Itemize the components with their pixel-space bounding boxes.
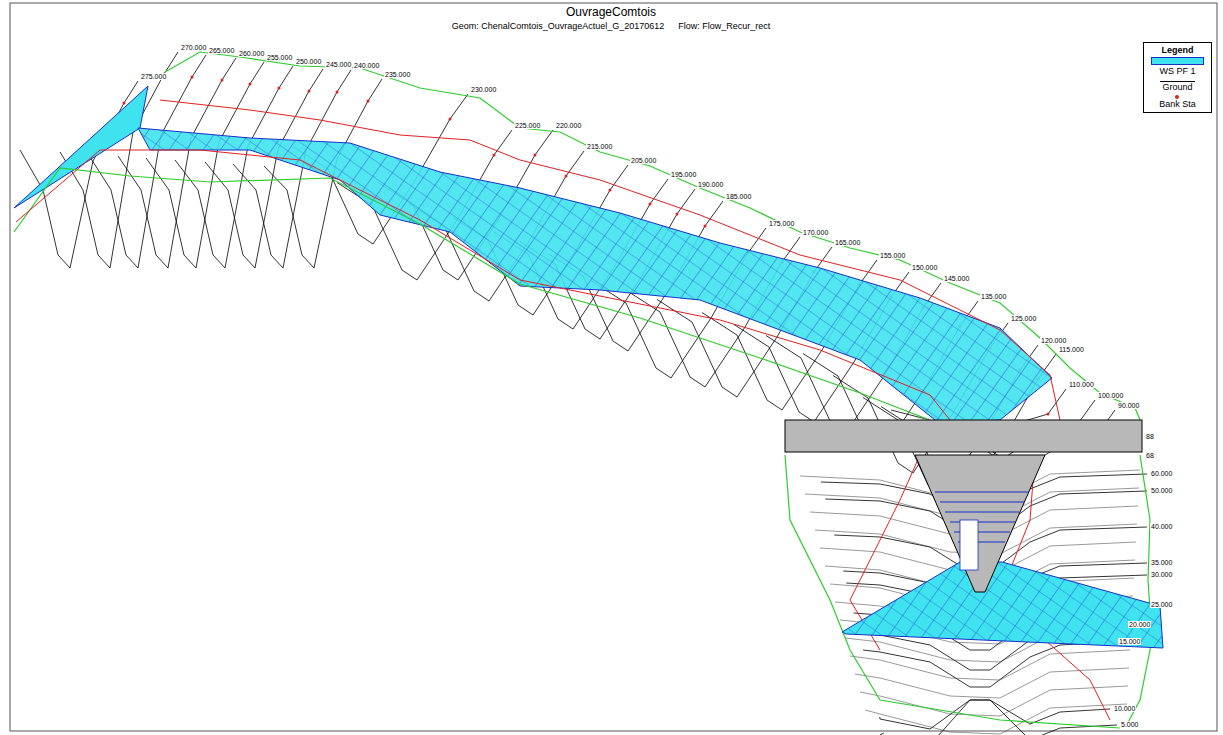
legend-dot-sample [1175, 95, 1179, 99]
upper-envelope [165, 52, 1140, 420]
bank-line [16, 150, 950, 420]
bank-station [449, 118, 452, 121]
station-label: 230.000 [470, 86, 497, 93]
station-label: 88 [1145, 433, 1155, 440]
bank-station [308, 90, 311, 93]
station-label: 195.000 [670, 171, 697, 178]
station-label: 15.000 [1118, 638, 1141, 645]
bank-station [336, 91, 339, 94]
bridge-pier [915, 455, 1045, 592]
legend-box: Legend WS PF 1 GroundBank Sta [1143, 42, 1212, 113]
ground-section [850, 650, 1130, 680]
station-label: 240.000 [353, 62, 380, 69]
station-label: 250.000 [295, 58, 322, 65]
station-label: 20.000 [1128, 621, 1151, 628]
bank-station [649, 203, 652, 206]
station-label: 10.000 [1113, 705, 1136, 712]
station-label: 90.000 [1117, 402, 1140, 409]
water-surface [842, 562, 1163, 648]
ground-section [860, 686, 1128, 716]
flow-note: Flow: Flow_Recur_rect [678, 22, 770, 31]
station-label: 260.000 [238, 50, 265, 57]
station-label: 245.000 [325, 61, 352, 68]
station-label: 40.000 [1150, 523, 1173, 530]
plot-frame [10, 3, 1217, 731]
ground-section [855, 668, 1129, 698]
station-label: 60.000 [1150, 470, 1173, 477]
bank-station [493, 154, 496, 157]
station-label: 205.000 [630, 157, 657, 164]
station-label: 255.000 [266, 54, 293, 61]
station-label: 30.000 [1150, 571, 1173, 578]
bank-station [249, 83, 252, 86]
station-label: 50.000 [1150, 487, 1173, 494]
bank-station [565, 175, 568, 178]
station-label: 225.000 [514, 122, 541, 129]
legend-text: Bank Sta [1159, 100, 1196, 109]
station-label: 265.000 [208, 47, 235, 54]
station-label: 68 [1145, 452, 1155, 459]
station-label: 170.000 [802, 229, 829, 236]
bank-station [676, 213, 679, 216]
pier-opening [960, 520, 978, 570]
pier-water-lines [935, 492, 1028, 542]
legend-text: Ground [1162, 83, 1192, 92]
station-label: 100.000 [1097, 392, 1124, 399]
station-label: 150.000 [911, 264, 938, 271]
station-label: 5.000 [1120, 721, 1140, 728]
station-label: 175.000 [768, 220, 795, 227]
station-label: 35.000 [1150, 559, 1173, 566]
upper-envelope [1125, 455, 1152, 728]
station-label: 165.000 [834, 239, 861, 246]
bank-station [534, 154, 537, 157]
lower-envelope [14, 168, 940, 424]
station-label: 145.000 [943, 275, 970, 282]
bank-station [704, 225, 707, 228]
station-label: 110.000 [1068, 381, 1095, 388]
ground-section [175, 66, 293, 268]
station-label: 125.000 [1010, 315, 1037, 322]
bank-station [278, 87, 281, 90]
geometry-note: Geom: ChenalComtois_OuvrageActuel_G_2017… [452, 22, 665, 31]
station-label: 215.000 [586, 143, 613, 150]
bank-station [221, 79, 224, 82]
bridge-deck [785, 420, 1142, 452]
station-label: 275.000 [140, 73, 167, 80]
bank-station [367, 100, 370, 103]
plot-title: OuvrageComtois [566, 6, 656, 18]
water-hatch [842, 562, 1163, 648]
station-label: 270.000 [180, 44, 207, 51]
water-hatch [138, 128, 1052, 424]
station-label: 135.000 [980, 293, 1007, 300]
bank-station [123, 102, 126, 105]
station-label: 220.000 [555, 122, 582, 129]
station-label: 155.000 [879, 252, 906, 259]
station-label: 235.000 [384, 71, 411, 78]
station-label: 115.000 [1058, 346, 1085, 353]
legend-heading: Legend [1161, 46, 1193, 55]
station-label: 190.000 [697, 181, 724, 188]
station-label: 120.000 [1040, 337, 1067, 344]
ground-section [863, 642, 1115, 687]
legend-swatch [1151, 57, 1204, 65]
station-label: 25.000 [1150, 601, 1173, 608]
station-label: 185.000 [725, 193, 752, 200]
water-surface [138, 128, 1052, 424]
legend-text: WS PF 1 [1159, 67, 1195, 76]
ground-section [146, 62, 264, 268]
bank-line [160, 100, 1060, 420]
bank-station [609, 189, 612, 192]
water-surface [14, 86, 148, 208]
bank-station [191, 76, 194, 79]
bank-station [1047, 413, 1050, 416]
legend-line-sample [1160, 81, 1195, 82]
